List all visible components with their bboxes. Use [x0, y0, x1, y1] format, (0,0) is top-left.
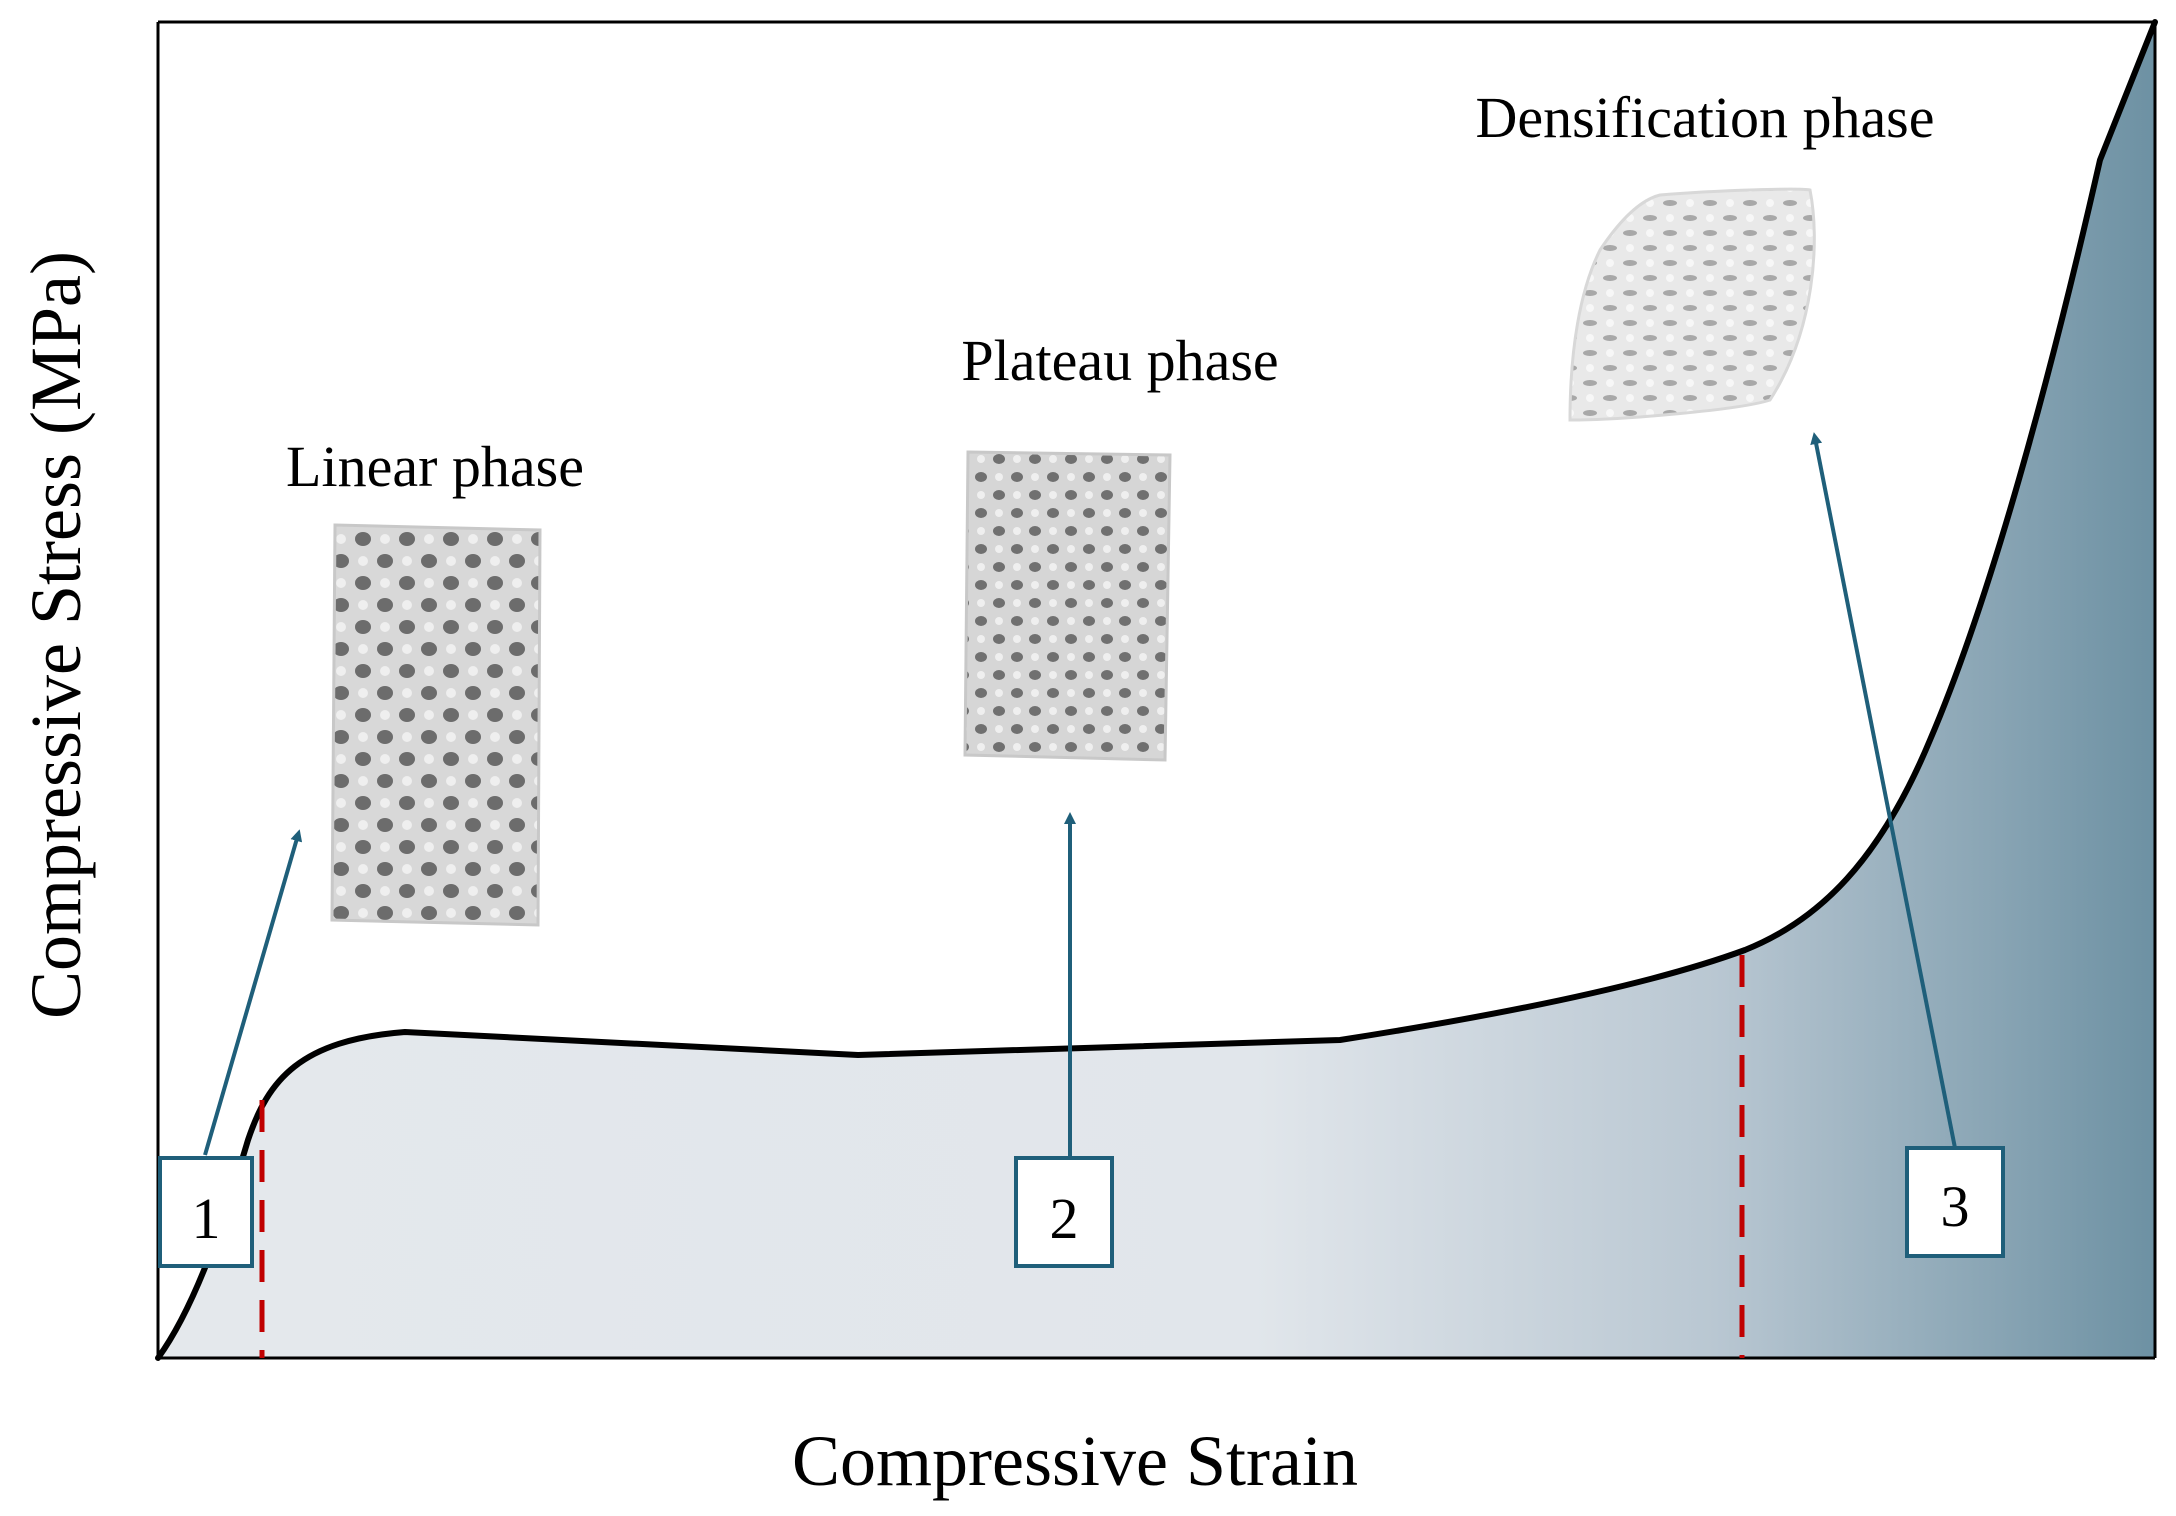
arrow-linear-phase: [203, 829, 303, 1156]
linear-phase-label: Linear phase: [286, 434, 584, 499]
phase-1-number: 1: [192, 1186, 221, 1251]
phase-2-number: 2: [1050, 1186, 1079, 1251]
plateau-phase-sample-image: [963, 450, 1172, 762]
y-axis-label: Compressive Stress (MPa): [16, 251, 96, 1019]
stress-strain-curve: [155, 19, 2158, 1361]
area-under-curve: [158, 22, 2155, 1358]
phase-3-box: 3: [1905, 1146, 2005, 1258]
phase-2-box: 2: [1014, 1156, 1114, 1268]
phase-1-box: 1: [158, 1156, 254, 1268]
plateau-phase-label: Plateau phase: [961, 328, 1278, 393]
densification-phase-label: Densification phase: [1475, 85, 1934, 150]
densification-phase-sample-image: [1568, 187, 1816, 422]
x-axis-label: Compressive Strain: [792, 1421, 1358, 1501]
linear-phase-sample-image: [330, 523, 542, 927]
arrow-densification-phase: [1810, 432, 1957, 1149]
phase-3-number: 3: [1941, 1174, 1970, 1239]
